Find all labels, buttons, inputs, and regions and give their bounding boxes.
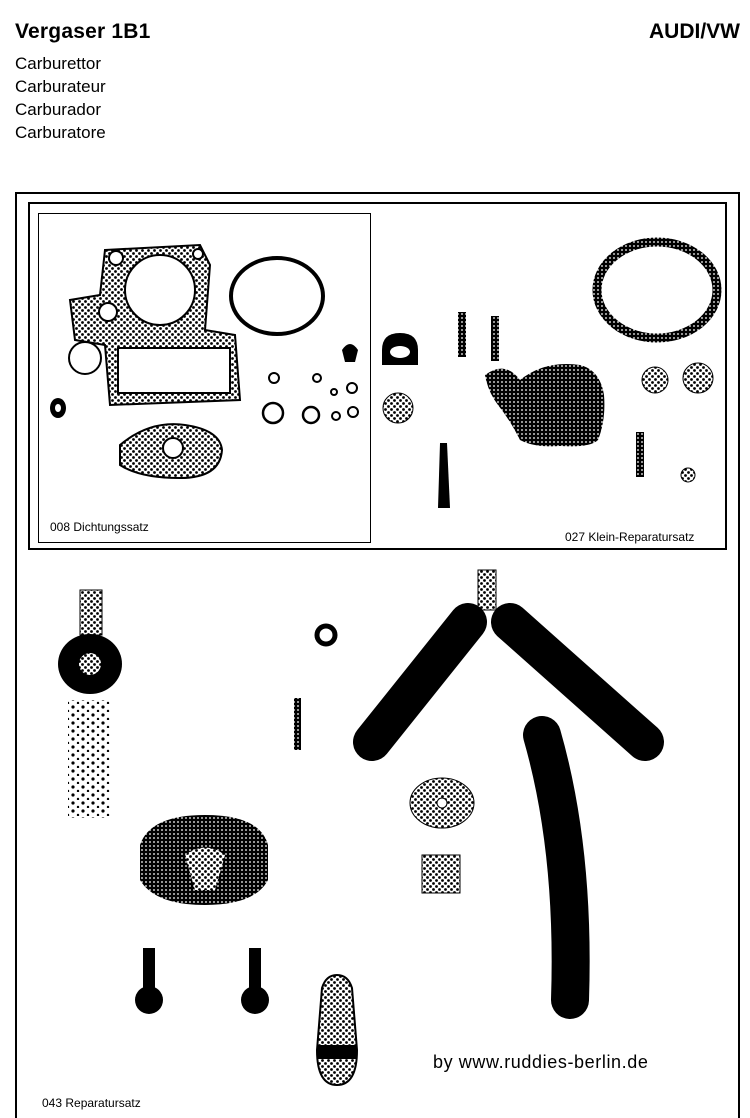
subtitle-english: Carburettor bbox=[15, 54, 101, 73]
small-disc bbox=[382, 392, 414, 424]
filter-discs bbox=[409, 777, 475, 894]
pump-diaphragm bbox=[140, 815, 268, 905]
gasket-kit-frame bbox=[38, 213, 371, 543]
brand-label: AUDI/VW bbox=[649, 20, 740, 43]
washer-set bbox=[50, 344, 359, 425]
page-title: Vergaser 1B1 bbox=[15, 20, 151, 43]
pin bbox=[294, 698, 301, 750]
diaphragm-cap bbox=[382, 333, 418, 365]
idle-jet bbox=[315, 973, 359, 1087]
small-repair-kit-label: 027 Klein-Reparatursatz bbox=[565, 530, 695, 544]
carburetor-top-gasket bbox=[68, 243, 242, 407]
accelerator-pump bbox=[58, 589, 122, 818]
float-bowl-o-ring bbox=[229, 256, 325, 336]
subtitle-spanish: Carburador bbox=[15, 100, 101, 119]
repair-kit-label: 043 Reparatursatz bbox=[42, 1096, 141, 1110]
needle-valves bbox=[438, 312, 644, 508]
repair-kit-frame bbox=[15, 192, 740, 1118]
diaphragm-part bbox=[485, 364, 605, 447]
mounting-screws bbox=[135, 948, 269, 1014]
subtitle-french: Carburateur bbox=[15, 77, 106, 96]
small-kit-frame bbox=[28, 202, 727, 550]
vacuum-hoses bbox=[353, 569, 664, 1019]
website-credit: by www.ruddies-berlin.de bbox=[433, 1052, 649, 1072]
flange-gasket bbox=[119, 423, 224, 480]
small-o-ring bbox=[314, 623, 338, 647]
gasket-kit-label: 008 Dichtungssatz bbox=[50, 520, 149, 534]
subtitle-italian: Carburatore bbox=[15, 123, 106, 142]
small-washers bbox=[641, 362, 714, 483]
ring-gasket-large bbox=[592, 237, 722, 343]
